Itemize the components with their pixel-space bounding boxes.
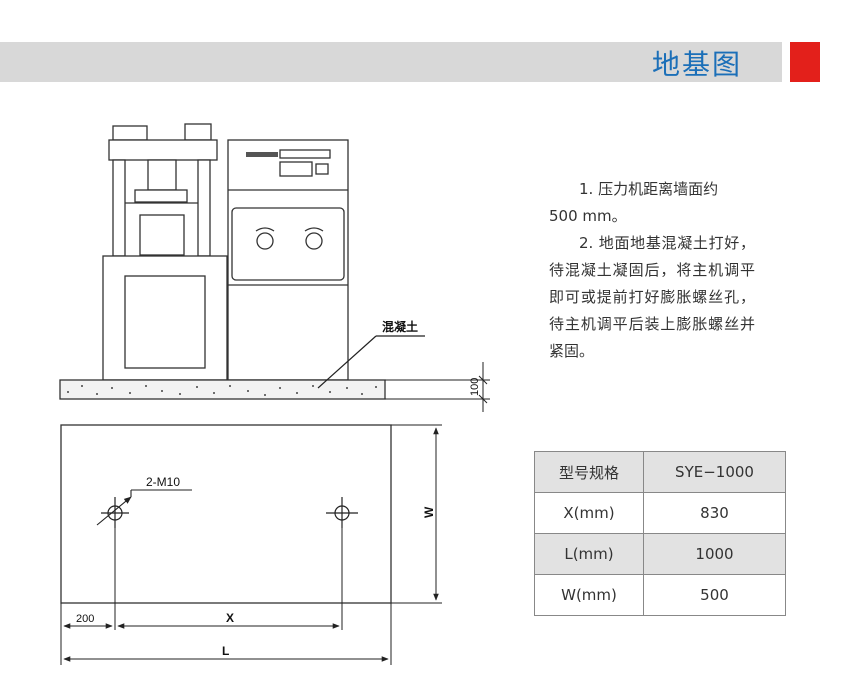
- bolt-hole-right: [326, 497, 358, 528]
- installation-notes: 1. 压力机距离墙面约 500 mm。 2. 地面地基混凝土打好，待混凝土凝固后…: [549, 176, 755, 365]
- concrete-label: 混凝土: [382, 319, 418, 334]
- spec-value: 500: [643, 574, 786, 616]
- w-label: W: [422, 506, 436, 518]
- spec-value: 830: [643, 492, 786, 534]
- spec-label: X(mm): [534, 492, 644, 534]
- table-row: 型号规格 SYE−1000: [534, 451, 786, 493]
- press-machine: [102, 123, 349, 381]
- spec-label: W(mm): [534, 574, 644, 616]
- note-1-line-a: 1. 压力机距离墙面约: [579, 180, 719, 198]
- concrete-slab: [59, 379, 386, 400]
- table-row: X(mm) 830: [534, 492, 786, 534]
- note-1: 1. 压力机距离墙面约: [549, 176, 755, 203]
- spec-value: SYE−1000: [643, 451, 786, 493]
- foundation-plan: [60, 424, 392, 604]
- concrete-leader: [317, 335, 425, 389]
- hole-label: 2-M10: [146, 475, 180, 489]
- hole-leader: [96, 489, 192, 526]
- page-title: 地基图: [652, 48, 743, 81]
- note-1-cont: 500 mm。: [549, 207, 627, 225]
- l-label: L: [222, 644, 229, 658]
- bolt-hole-left: [101, 497, 129, 528]
- header-accent-block: [790, 42, 820, 82]
- spec-table: 型号规格 SYE−1000 X(mm) 830 L(mm) 1000 W(mm)…: [534, 451, 786, 616]
- spec-value: 1000: [643, 533, 786, 575]
- x-label: X: [226, 611, 234, 625]
- spec-label: L(mm): [534, 533, 644, 575]
- table-row: L(mm) 1000: [534, 533, 786, 575]
- thickness-label: 100: [469, 378, 481, 396]
- dim-200-label: 200: [76, 613, 94, 625]
- thickness-dimension: [385, 362, 490, 412]
- note-2: 2. 地面地基混凝土打好，待混凝土凝固后，将主机调平即可或提前打好膨胀螺丝孔，待…: [549, 234, 755, 360]
- header-bar: [0, 42, 782, 82]
- w-dimension: [391, 424, 442, 604]
- spec-label: 型号规格: [534, 451, 644, 493]
- table-row: W(mm) 500: [534, 574, 786, 616]
